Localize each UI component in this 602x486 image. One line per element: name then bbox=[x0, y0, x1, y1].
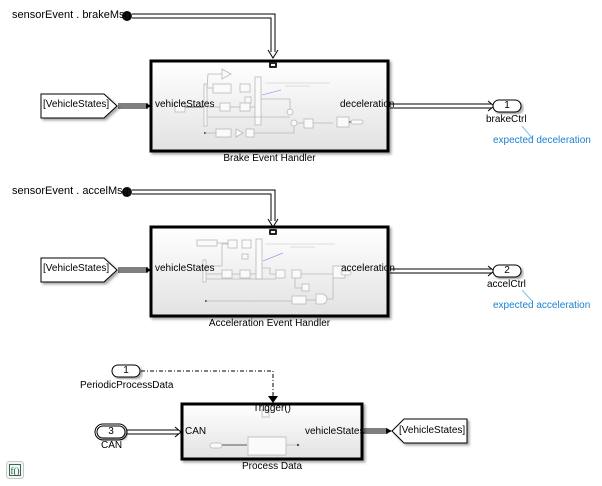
vehiclestates-output-line[interactable] bbox=[364, 428, 392, 434]
process-input-port-label: CAN bbox=[185, 426, 207, 437]
inport-3-number: 3 bbox=[108, 426, 114, 437]
accel-message-line[interactable] bbox=[132, 189, 279, 228]
accel-block-name[interactable]: Acceleration Event Handler bbox=[208, 318, 331, 329]
process-block-name[interactable]: Process Data bbox=[241, 461, 303, 472]
outport-1-number: 1 bbox=[504, 100, 510, 111]
from-tag-vehiclestates-2[interactable] bbox=[40, 257, 118, 283]
function-browser-button[interactable]: f() bbox=[6, 461, 24, 479]
outport-1-name[interactable]: brakeCtrl bbox=[486, 114, 527, 125]
brake-block-name[interactable]: Brake Event Handler bbox=[223, 153, 316, 164]
process-output-port-label: vehicleStates bbox=[305, 426, 365, 437]
accel-output-line[interactable] bbox=[390, 265, 495, 277]
acceleration-event-handler-block[interactable] bbox=[149, 225, 390, 318]
goto-tag-label: [VehicleStates] bbox=[399, 425, 466, 436]
brake-message-line[interactable] bbox=[132, 13, 279, 59]
annotation-connector bbox=[521, 125, 533, 139]
accel-message-label: sensorEvent . accelMsg bbox=[12, 185, 129, 197]
brake-annotation[interactable]: expected deceleration bbox=[493, 135, 591, 146]
from-tag-label: [VehicleStates] bbox=[43, 99, 110, 110]
brake-input-port-label: vehicleStates bbox=[155, 99, 215, 110]
outport-2-accelctrl[interactable] bbox=[492, 264, 522, 278]
accel-output-port-label: acceleration bbox=[341, 263, 395, 274]
from-tag-label: [VehicleStates] bbox=[43, 263, 110, 274]
brake-subsystem-preview bbox=[174, 68, 364, 138]
accel-subsystem-preview bbox=[196, 238, 352, 305]
brake-event-handler-block[interactable] bbox=[149, 59, 390, 153]
function-icon: f() bbox=[9, 464, 21, 476]
can-line[interactable] bbox=[127, 426, 182, 438]
process-subsystem-preview bbox=[209, 409, 300, 456]
accel-annotation[interactable]: expected acceleration bbox=[493, 300, 591, 311]
accel-message-source[interactable] bbox=[122, 187, 132, 197]
brake-input-line[interactable] bbox=[118, 103, 151, 109]
annotation-connector bbox=[521, 289, 533, 302]
brake-output-port-label: deceleration bbox=[340, 99, 395, 110]
outport-2-name[interactable]: accelCtrl bbox=[487, 279, 526, 290]
inport-3-name[interactable]: CAN bbox=[101, 440, 123, 451]
accel-input-port-label: vehicleStates bbox=[155, 263, 215, 274]
trigger-port-label: Trigger() bbox=[253, 403, 291, 414]
outport-2-number: 2 bbox=[504, 265, 510, 276]
inport-1-name[interactable]: PeriodicProcessData bbox=[80, 380, 174, 391]
message-trigger-icon bbox=[269, 62, 277, 68]
goto-tag-vehiclestates[interactable] bbox=[391, 418, 468, 444]
function-call-trigger-line[interactable] bbox=[141, 370, 278, 403]
inport-1-number: 1 bbox=[123, 365, 129, 376]
brake-message-source[interactable] bbox=[122, 11, 132, 21]
process-data-block[interactable] bbox=[180, 402, 364, 461]
accel-input-line[interactable] bbox=[118, 267, 151, 273]
brake-message-label: sensorEvent . brakeMsg bbox=[12, 9, 131, 21]
outport-1-brakectrl[interactable] bbox=[492, 99, 522, 113]
inport-1-periodicprocessdata[interactable] bbox=[111, 364, 141, 378]
from-tag-vehiclestates-1[interactable] bbox=[40, 93, 118, 119]
brake-output-line[interactable] bbox=[390, 100, 495, 112]
message-trigger-icon bbox=[269, 229, 277, 235]
can-inport[interactable] bbox=[94, 423, 128, 441]
